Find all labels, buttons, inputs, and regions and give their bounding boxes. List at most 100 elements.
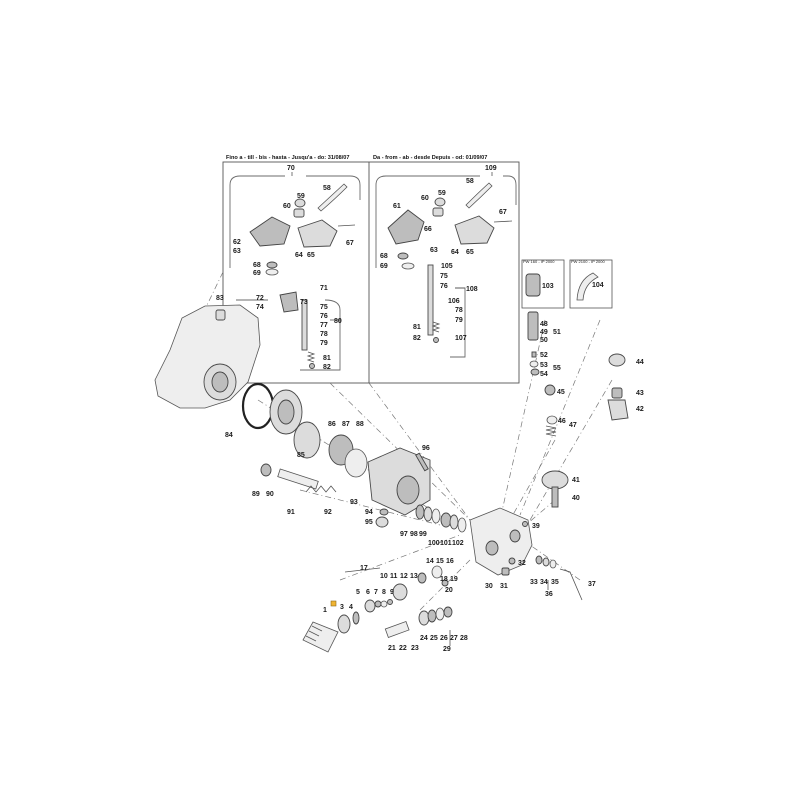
label-14: 14 [426,558,434,565]
label-64a: 64 [295,252,303,259]
seal-26 [435,607,445,621]
ring-18 [441,579,449,587]
seal-94 [379,508,389,516]
fitting-5 [364,599,376,613]
bearing-85-inner [277,399,295,425]
label-97: 97 [400,531,408,538]
lance-37 [559,568,583,601]
label-63b: 63 [430,247,438,254]
pump-head-port [396,475,420,505]
cap-44 [608,353,626,367]
label-75a: 75 [320,304,328,311]
elbow-104 [576,272,599,301]
o-ring-84 [241,382,275,430]
label-1: 1 [323,607,327,614]
valve-body-65b [454,215,495,245]
label-11: 11 [390,573,398,580]
fitting-34 [542,557,550,567]
part-number-labels: 70 58 59 60 62 63 64 65 67 68 69 71 72 7… [216,165,644,653]
label-61: 61 [393,203,401,210]
seal-53 [529,360,539,368]
label-96: 96 [422,445,430,452]
leader-dash-5 [519,319,601,516]
leader-dash-2 [368,382,471,521]
label-47: 47 [569,422,577,429]
coupling-42 [607,399,629,421]
label-26: 26 [440,635,448,642]
ball-82a [309,363,315,369]
label-72: 72 [256,295,264,302]
screw-67b [493,220,513,223]
label-59b: 59 [438,190,446,197]
wobble-plate-86 [293,421,321,459]
bush-60a [293,208,305,218]
inset-left-parts [249,183,356,369]
manifold-30 [469,507,533,576]
label-94: 94 [365,509,373,516]
stem-75-80a [301,299,308,351]
label-33: 33 [530,579,538,586]
label-62: 62 [233,239,241,246]
label-44: 44 [636,359,644,366]
label-108: 108 [466,286,478,293]
inset-left-bracket [229,175,361,268]
seal-97 [415,504,425,520]
ring-69b [401,262,415,270]
label-43: 43 [636,390,644,397]
label-42: 42 [636,406,644,413]
stem-75-107 [427,264,434,336]
label-67b: 67 [499,209,507,216]
spring-47 [545,425,557,437]
nut-59b [434,197,446,207]
label-93: 93 [350,499,358,506]
label-8: 8 [382,589,386,596]
label-27: 27 [450,635,458,642]
label-89: 89 [252,491,260,498]
label-78a: 78 [320,331,328,338]
label-45: 45 [557,389,565,396]
label-81a: 81 [323,355,331,362]
label-15: 15 [436,558,444,565]
label-59a: 59 [297,193,305,200]
label-91: 91 [287,509,295,516]
label-84: 84 [225,432,233,439]
ring-6 [374,600,382,608]
inlet-thread-1 [305,625,323,642]
label-102: 102 [452,540,464,547]
piston-22 [384,620,410,638]
spring-27 [443,606,453,618]
label-109: 109 [485,165,497,172]
label-28: 28 [460,635,468,642]
screw-67a [337,224,356,227]
label-78b: 78 [455,307,463,314]
label-92: 92 [324,509,332,516]
leader-dash-4 [499,319,546,521]
label-65a: 65 [307,252,315,259]
label-52: 52 [540,352,548,359]
label-77: 77 [320,322,328,329]
ring-8 [387,599,393,605]
label-17: 17 [360,565,368,572]
label-86: 86 [328,421,336,428]
label-37: 37 [588,581,596,588]
bolt-96 [415,452,429,472]
hose-58b [465,182,493,209]
label-49: 49 [540,329,548,336]
ring-7 [380,600,388,608]
seal-4 [352,611,360,625]
label-35: 35 [551,579,559,586]
label-5: 5 [356,589,360,596]
label-60b: 60 [421,195,429,202]
tick-17 [344,567,381,573]
hose-58a [317,183,348,212]
label-106: 106 [448,298,460,305]
label-32: 32 [518,560,526,567]
label-98: 98 [410,531,418,538]
label-99: 99 [419,531,427,538]
label-64b: 64 [451,249,459,256]
leader-dash-11 [529,379,613,521]
manifold-port-a [485,540,499,556]
seal-13 [417,572,427,584]
label-29: 29 [443,646,451,653]
filter-103 [525,273,541,297]
